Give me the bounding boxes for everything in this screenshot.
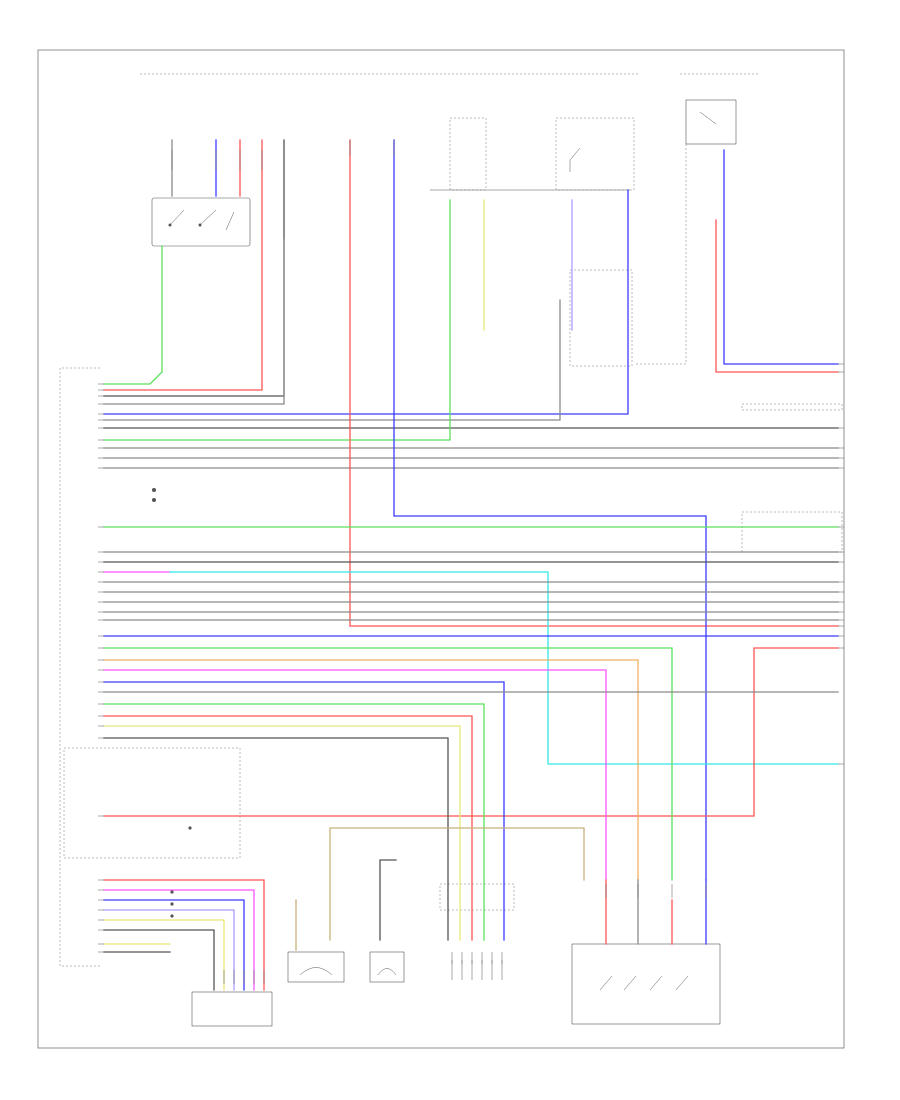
output-speed-sensor [369, 951, 405, 983]
diagram-border [37, 49, 845, 1049]
wires-middle [103, 526, 839, 941]
relay-box [430, 99, 737, 367]
transmission-wire-connector [439, 883, 515, 980]
turbine-speed-sensor [287, 951, 345, 983]
right-pin-ticks [838, 363, 844, 765]
wires-bottom [103, 879, 707, 991]
park-neutral-switch [571, 943, 721, 1025]
shift-lock-connector [741, 403, 843, 553]
ecm-connector-frame [59, 367, 241, 967]
wires-top [103, 139, 839, 881]
bottom-connector [191, 991, 273, 1027]
ecm-pin-ticks [98, 383, 104, 953]
ground-symbols [152, 488, 192, 918]
stop-lamp-switch [151, 197, 251, 247]
connector-pins [171, 140, 707, 984]
